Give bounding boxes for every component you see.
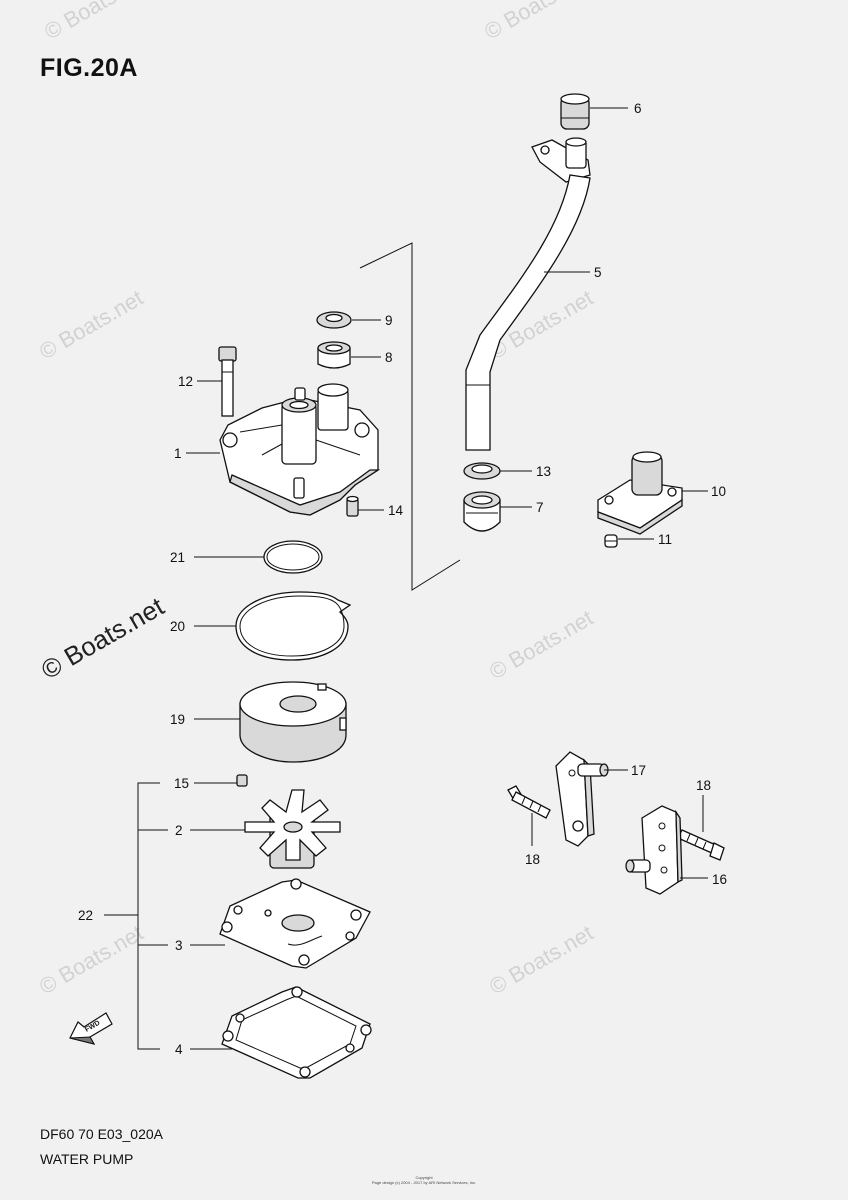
callout-22: 22 [78,908,93,923]
callout-17: 17 [631,763,646,778]
callout-21: 21 [170,550,185,565]
part-20-seal [235,591,352,661]
part-6-cap [560,93,590,130]
watermark-prominent: © Boats.net [36,591,170,685]
leader-lines [104,107,708,1050]
callout-5: 5 [594,265,602,280]
part-2-impeller [244,789,341,869]
callout-18-right: 18 [696,778,711,793]
part-21-o-ring [263,540,323,574]
grouping-bracket [359,242,461,591]
watermark: © Boats.net [485,920,597,999]
callout-10: 10 [711,484,726,499]
copyright-text: Page design (c) 2004 - 2017 by ARI Netwo… [371,1180,477,1185]
part-4-gasket [221,986,372,1079]
callout-1: 1 [174,446,182,461]
callout-19: 19 [170,712,185,727]
callout-12: 12 [178,374,193,389]
part-16-bracket [625,805,683,895]
part-17-bracket [555,751,609,847]
watermark: © Boats.net [35,920,147,999]
part-1-pump-case [219,383,381,516]
part-12-bolt [218,346,237,417]
watermark: © Boats.net [35,285,147,364]
part-19-liner [239,681,347,763]
part-10-plate [597,451,683,535]
callout-15: 15 [174,776,189,791]
callout-18-left: 18 [525,852,540,867]
callout-3: 3 [175,938,183,953]
callout-20: 20 [170,619,185,634]
callouts: 6 5 9 8 12 1 14 13 7 10 11 21 20 19 15 2… [78,101,727,1057]
callout-16: 16 [712,872,727,887]
callout-11: 11 [658,532,672,547]
part-18-screw-right [677,829,725,861]
figure-title: FIG.20A [40,54,138,82]
part-18-screw-left [507,785,551,819]
part-13-washer [463,462,501,480]
figure-name: WATER PUMP [40,1151,134,1167]
callout-7: 7 [536,500,544,515]
watermark: © Boats.net [40,0,152,44]
part-3-plate [219,878,371,969]
callout-13: 13 [536,464,551,479]
callout-8: 8 [385,350,393,365]
watermark: © Boats.net [485,605,597,684]
watermark: © Boats.net [480,0,592,44]
figure-code: DF60 70 E03_020A [40,1126,163,1142]
part-11-screw [604,534,618,548]
copyright-heading: Copyright [415,1175,433,1180]
callout-2: 2 [175,823,183,838]
fwd-arrow-icon: FWD [69,1012,113,1045]
part-9-washer [316,311,352,329]
callout-6: 6 [634,101,642,116]
callout-9: 9 [385,313,393,328]
part-5-water-tube [465,137,591,451]
callout-14: 14 [388,503,404,518]
part-15-key [236,774,248,787]
callout-4: 4 [175,1042,183,1057]
part-7-grommet [463,491,501,532]
part-8-grommet [317,341,351,369]
part-14-pin [346,495,359,517]
